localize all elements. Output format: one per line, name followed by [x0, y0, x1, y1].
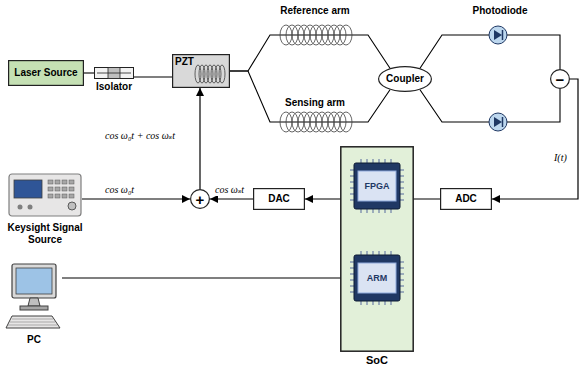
node-text: − — [556, 72, 565, 87]
optical-fiber — [230, 71, 390, 122]
coil-winding — [340, 112, 352, 132]
fpga-chip: FPGA — [349, 158, 405, 214]
coil-winding — [340, 25, 352, 45]
summer-circle: + — [190, 189, 210, 209]
arm-label: Sensing arm — [285, 97, 345, 109]
photodiode-symbol — [489, 113, 507, 131]
signal-line — [492, 79, 578, 199]
node-text: FPGA — [364, 181, 389, 191]
soc-board: FPGAARMSoC — [340, 146, 414, 352]
node-text: ARM — [367, 273, 388, 283]
node-text: PZT — [175, 56, 194, 68]
signal-source: Keysight Signal Source — [8, 170, 82, 220]
node-text: Laser Source — [14, 67, 77, 79]
dac-box: DAC — [253, 188, 305, 210]
node-text: Keysight Signal Source — [0, 222, 91, 245]
optical-fiber — [84, 72, 94, 73]
subtractor-circle: − — [550, 69, 570, 89]
arm-chip: ARM — [349, 250, 405, 306]
signal-label: I(t) — [553, 152, 568, 164]
fiber-coils — [280, 25, 352, 132]
node-text: ADC — [455, 193, 477, 205]
adc-box: ADC — [440, 188, 492, 210]
arm-label: Reference arm — [280, 5, 349, 17]
signal-line — [199, 88, 200, 189]
node-text: PC — [27, 334, 41, 346]
signal-label: cos ω₀t — [104, 184, 135, 196]
signal-line — [210, 198, 253, 199]
isolator-shape — [94, 67, 134, 79]
pc-icon-shape — [6, 262, 62, 332]
photodiode-symbol — [489, 26, 507, 44]
signal-line — [62, 277, 349, 278]
node-text: Coupler — [386, 73, 424, 85]
signal-line — [82, 198, 190, 199]
laser-box: Laser Source — [8, 60, 84, 86]
signal-label: cos ωₛt — [214, 184, 245, 196]
node-text: Isolator — [96, 81, 132, 93]
signal-label: cos ω₀t + cos ωₛt — [104, 130, 176, 142]
pzt-box: PZT — [172, 54, 230, 88]
node-text: SoC — [366, 354, 388, 367]
optical-fiber — [230, 35, 390, 71]
coupler-ellipse: Coupler — [378, 66, 432, 92]
node-text: + — [196, 192, 205, 207]
optical-fiber — [134, 76, 172, 77]
node-text: DAC — [268, 193, 290, 205]
isolator: Isolator — [94, 67, 134, 79]
pc-icon: PC — [6, 262, 62, 332]
component-label: Photodiode — [473, 5, 528, 17]
signal-source-shape — [8, 170, 82, 220]
